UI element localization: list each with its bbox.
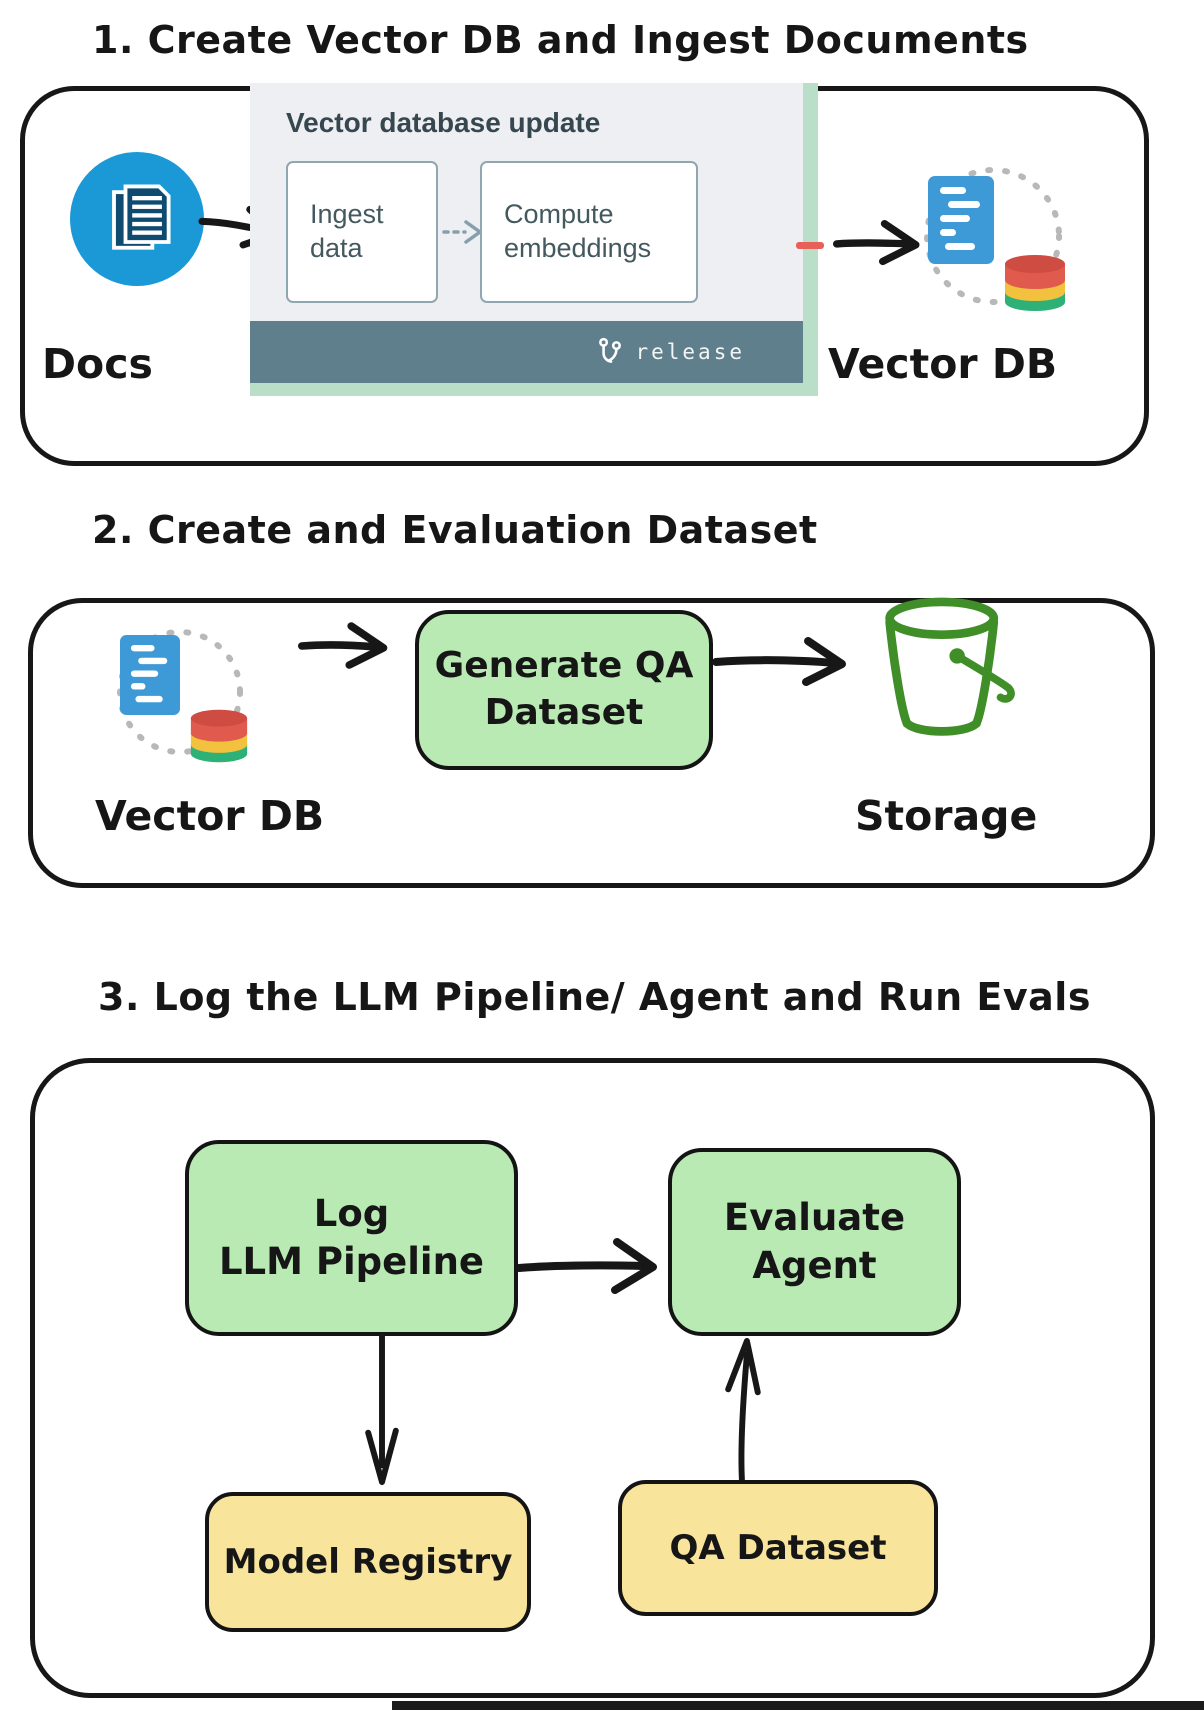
arrow-vectordb-to-generate-icon <box>298 622 388 669</box>
section-3-title: 3. Log the LLM Pipeline/ Agent and Run E… <box>98 975 1091 1019</box>
docs-icon <box>70 152 204 286</box>
evaluate-agent-box: Evaluate Agent <box>668 1148 961 1336</box>
panel-footer-bar: release <box>250 321 803 383</box>
vector-database-update-panel: Vector database update Ingest data Compu… <box>250 83 824 396</box>
vector-db-icon-group <box>905 158 1095 328</box>
bottom-edge-strip <box>392 1701 1204 1710</box>
vector-file-icon <box>120 635 180 715</box>
arrow-generate-to-storage-icon <box>712 637 846 686</box>
compute-embeddings-step: Compute embeddings <box>480 161 698 303</box>
ingest-data-step: Ingest data <box>286 161 438 303</box>
arrow-log-to-registry-icon <box>365 1332 399 1486</box>
dashed-arrow-icon <box>442 220 482 244</box>
storage-label: Storage <box>855 792 1038 840</box>
docs-label: Docs <box>42 340 153 388</box>
database-cylinder-icon <box>1005 255 1065 311</box>
log-line2: LLM Pipeline <box>218 1240 485 1283</box>
red-marker <box>796 242 824 249</box>
git-branch-icon <box>599 337 622 363</box>
vector-db-label-2: Vector DB <box>95 792 325 840</box>
qa-dataset-box: QA Dataset <box>618 1480 938 1616</box>
generate-qa-line2: Dataset <box>484 692 644 733</box>
panel-body: Vector database update Ingest data Compu… <box>250 83 803 383</box>
docs-pages-icon <box>112 184 171 250</box>
vector-file-icon <box>928 176 994 264</box>
vector-db-label-1: Vector DB <box>828 340 1058 388</box>
generate-qa-line1: Generate QA <box>434 645 694 687</box>
vector-db-icon-group-2 <box>100 622 275 782</box>
arrow-qa-to-evaluate-icon <box>725 1337 761 1485</box>
log-llm-pipeline-box: Log LLM Pipeline <box>185 1140 518 1336</box>
log-line1: Log <box>313 1191 390 1235</box>
evaluate-line2: Agent <box>752 1244 877 1287</box>
release-label: release <box>635 340 745 364</box>
evaluate-line1: Evaluate <box>723 1195 906 1239</box>
panel-title: Vector database update <box>286 107 601 138</box>
sync-dashed-circle-icon <box>924 167 1062 305</box>
section-2-title: 2. Create and Evaluation Dataset <box>92 508 818 552</box>
section-1-title: 1. Create Vector DB and Ingest Documents <box>92 18 1029 62</box>
arrow-panel-to-vectordb-icon <box>833 220 920 266</box>
qa-dataset-label: QA Dataset <box>669 1527 887 1568</box>
generate-qa-dataset-box: Generate QA Dataset <box>415 610 713 770</box>
model-registry-box: Model Registry <box>205 1492 531 1632</box>
bucket-storage-icon <box>885 597 1015 736</box>
sync-dashed-circle-icon <box>117 629 243 755</box>
arrow-log-to-evaluate-icon <box>515 1238 657 1294</box>
model-registry-label: Model Registry <box>223 1541 513 1582</box>
database-cylinder-icon <box>190 709 248 763</box>
